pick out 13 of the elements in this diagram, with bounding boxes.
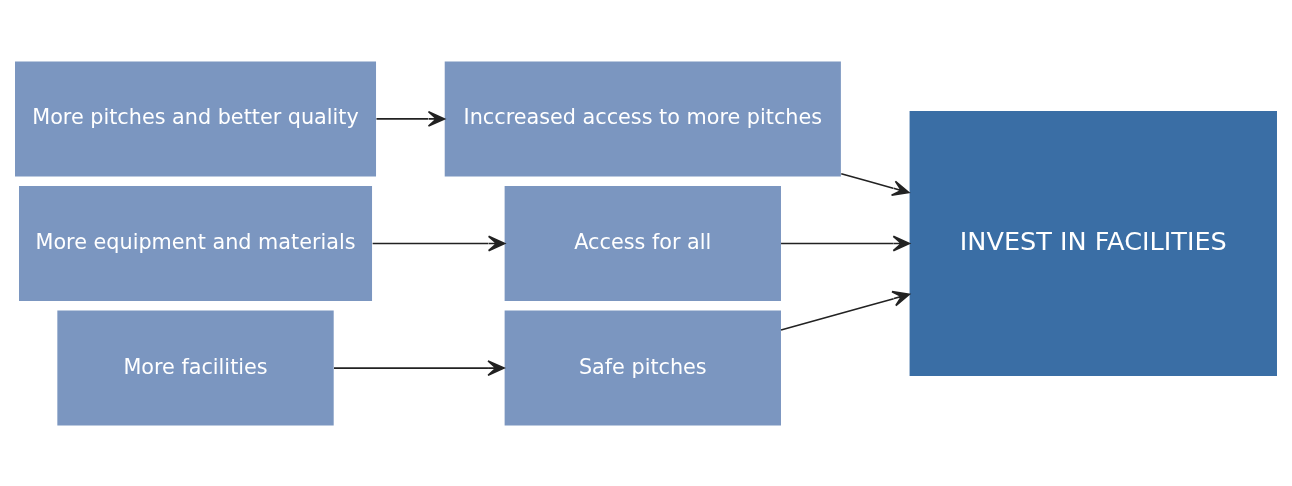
node-box: Safe pitches xyxy=(504,310,781,426)
arrow xyxy=(371,235,506,251)
arrow xyxy=(840,172,910,196)
node-box: Inccreased access to more pitches xyxy=(444,60,841,176)
arrow xyxy=(375,110,446,127)
arrow xyxy=(780,290,911,331)
node-box: More pitches and better quality xyxy=(15,60,377,176)
node-box: More facilities xyxy=(57,310,334,426)
node-box: INVEST IN FACILITIES xyxy=(909,110,1277,376)
arrow xyxy=(333,359,505,376)
node-box: More equipment and materials xyxy=(19,185,373,301)
arrow xyxy=(780,235,911,251)
node-box: Access for all xyxy=(504,185,781,301)
